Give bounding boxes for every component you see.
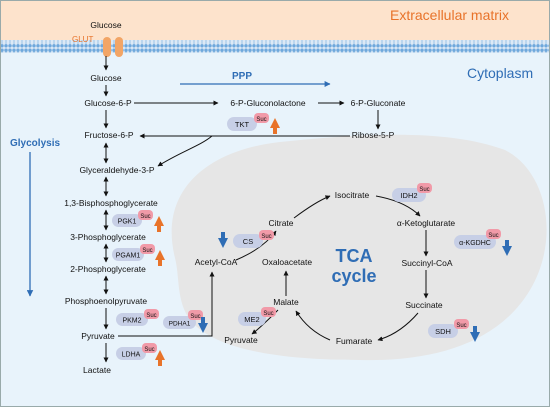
metabolite-glyceraldehyde-3-p: Glyceraldehyde-3-P	[79, 165, 154, 175]
svg-text:Suc: Suc	[142, 248, 152, 254]
metabolite-fructose-6-p: Fructose-6-P	[84, 130, 133, 140]
suc-badge	[261, 307, 276, 317]
svg-text:Suc: Suc	[488, 233, 498, 239]
metabolite-malate: Malate	[273, 297, 299, 307]
enzyme-me2: ME2 Suc	[238, 307, 276, 326]
tca-label-line1: TCA	[336, 246, 373, 266]
svg-text:Suc: Suc	[419, 187, 429, 193]
svg-text:PGAM1: PGAM1	[116, 253, 141, 260]
svg-text:ME2: ME2	[244, 315, 259, 324]
metabolite-2-phosphoglycerate: 2-Phosphoglycerate	[70, 264, 146, 274]
svg-text:Suc: Suc	[140, 214, 150, 220]
svg-text:PDHA1: PDHA1	[169, 321, 191, 328]
metabolite-succinyl-coa: Succinyl-CoA	[401, 258, 452, 268]
metabolite-3-phosphoglycerate: 3-Phosphoglycerate	[70, 232, 146, 242]
up-arrow-icon	[155, 250, 165, 266]
svg-text:Suc: Suc	[456, 323, 466, 329]
enzyme-sdh: SDH Suc	[428, 319, 469, 338]
svg-text:Suc: Suc	[263, 311, 273, 317]
metabolite-glucose: Glucose	[90, 73, 121, 83]
enzyme-alpha-kgdhc: α-KGDHC Suc	[454, 229, 501, 249]
metabolite-phosphoenolpyruvate: Phosphoenolpyruvate	[65, 296, 148, 306]
suc-badge	[417, 183, 432, 193]
mitochondrion	[171, 134, 547, 361]
cell-membrane	[0, 40, 550, 53]
svg-text:Suc: Suc	[190, 314, 200, 320]
suc-badge	[142, 343, 157, 353]
metabolite-acetyl-coa: Acetyl-CoA	[195, 257, 238, 267]
extracellular-label: Extracellular matrix	[390, 7, 509, 23]
svg-text:Suc: Suc	[256, 117, 266, 123]
suc-badge	[188, 310, 203, 320]
suc-badge	[144, 309, 159, 319]
metabolite-lactate: Lactate	[83, 365, 111, 375]
enzyme-pdha1: PDHA1 Suc	[163, 310, 203, 329]
extracellular-region	[0, 0, 550, 42]
enzyme-ldha: LDHA Suc	[116, 343, 157, 360]
metabolite-citrate: Citrate	[268, 218, 293, 228]
svg-text:α-KGDHC: α-KGDHC	[459, 240, 491, 247]
ppp-label: PPP	[232, 71, 252, 82]
suc-badge	[254, 113, 269, 123]
down-arrow-icon	[502, 240, 512, 256]
metabolite-1-3-bisphosphoglycerate: 1,3-Bisphosphoglycerate	[64, 198, 158, 208]
enzyme-pgk1: PGK1 Suc	[112, 210, 153, 227]
metabolite-fumarate: Fumarate	[336, 336, 373, 346]
glut-label: GLUT	[72, 35, 93, 44]
suc-badge	[259, 230, 274, 240]
up-arrow-icon	[270, 118, 280, 134]
enzyme-tkt: TKT Suc	[227, 113, 269, 131]
metabolite-pyruvate: Pyruvate	[81, 331, 115, 341]
enzyme-cs: CS Suc	[233, 230, 274, 248]
down-arrow-icon	[218, 232, 228, 248]
suc-badge	[138, 210, 153, 220]
glut-transporter-icon	[103, 37, 123, 57]
up-arrow-icon	[155, 350, 165, 366]
cytoplasm-label: Cytoplasm	[467, 65, 533, 81]
tca-label-line2: cycle	[331, 266, 376, 286]
metabolite-glucose-extracellular: Glucose	[90, 20, 121, 30]
svg-text:Suc: Suc	[146, 313, 156, 319]
svg-text:LDHA: LDHA	[122, 352, 141, 359]
metabolite-oxaloacetate: Oxaloacetate	[262, 257, 312, 267]
svg-text:SDH: SDH	[435, 327, 451, 336]
enzyme-pkm2: PKM2 Suc	[116, 309, 159, 326]
up-arrow-icon	[154, 216, 164, 232]
suc-badge	[486, 229, 501, 239]
svg-text:Suc: Suc	[144, 347, 154, 353]
svg-text:PGK1: PGK1	[118, 219, 137, 226]
svg-text:IDH2: IDH2	[400, 191, 417, 200]
down-arrow-icon	[198, 317, 208, 333]
metabolite-pyruvate-mito: Pyruvate	[224, 335, 258, 345]
metabolite-glucose-6-p: Glucose-6-P	[84, 98, 132, 108]
metabolite-ribose-5-p: Ribose-5-P	[352, 130, 395, 140]
svg-text:CS: CS	[243, 237, 253, 246]
svg-text:TKT: TKT	[235, 120, 250, 129]
svg-text:Suc: Suc	[261, 234, 271, 240]
svg-text:PKM2: PKM2	[122, 318, 141, 325]
metabolite-isocitrate: Isocitrate	[335, 190, 370, 200]
enzyme-idh2: IDH2 Suc	[392, 183, 432, 202]
glycolysis-label: Glycolysis	[10, 138, 60, 149]
metabolite-6-p-gluconolactone: 6-P-Gluconolactone	[230, 98, 305, 108]
metabolite-succinate: Succinate	[405, 300, 443, 310]
metabolite-6-p-gluconate: 6-P-Gluconate	[351, 98, 406, 108]
metabolite-alpha-ketoglutarate: α-Ketoglutarate	[397, 218, 456, 228]
suc-badge	[454, 319, 469, 329]
suc-badge	[140, 244, 155, 254]
down-arrow-icon	[470, 326, 480, 342]
enzyme-pgam1: PGAM1 Suc	[112, 244, 155, 261]
